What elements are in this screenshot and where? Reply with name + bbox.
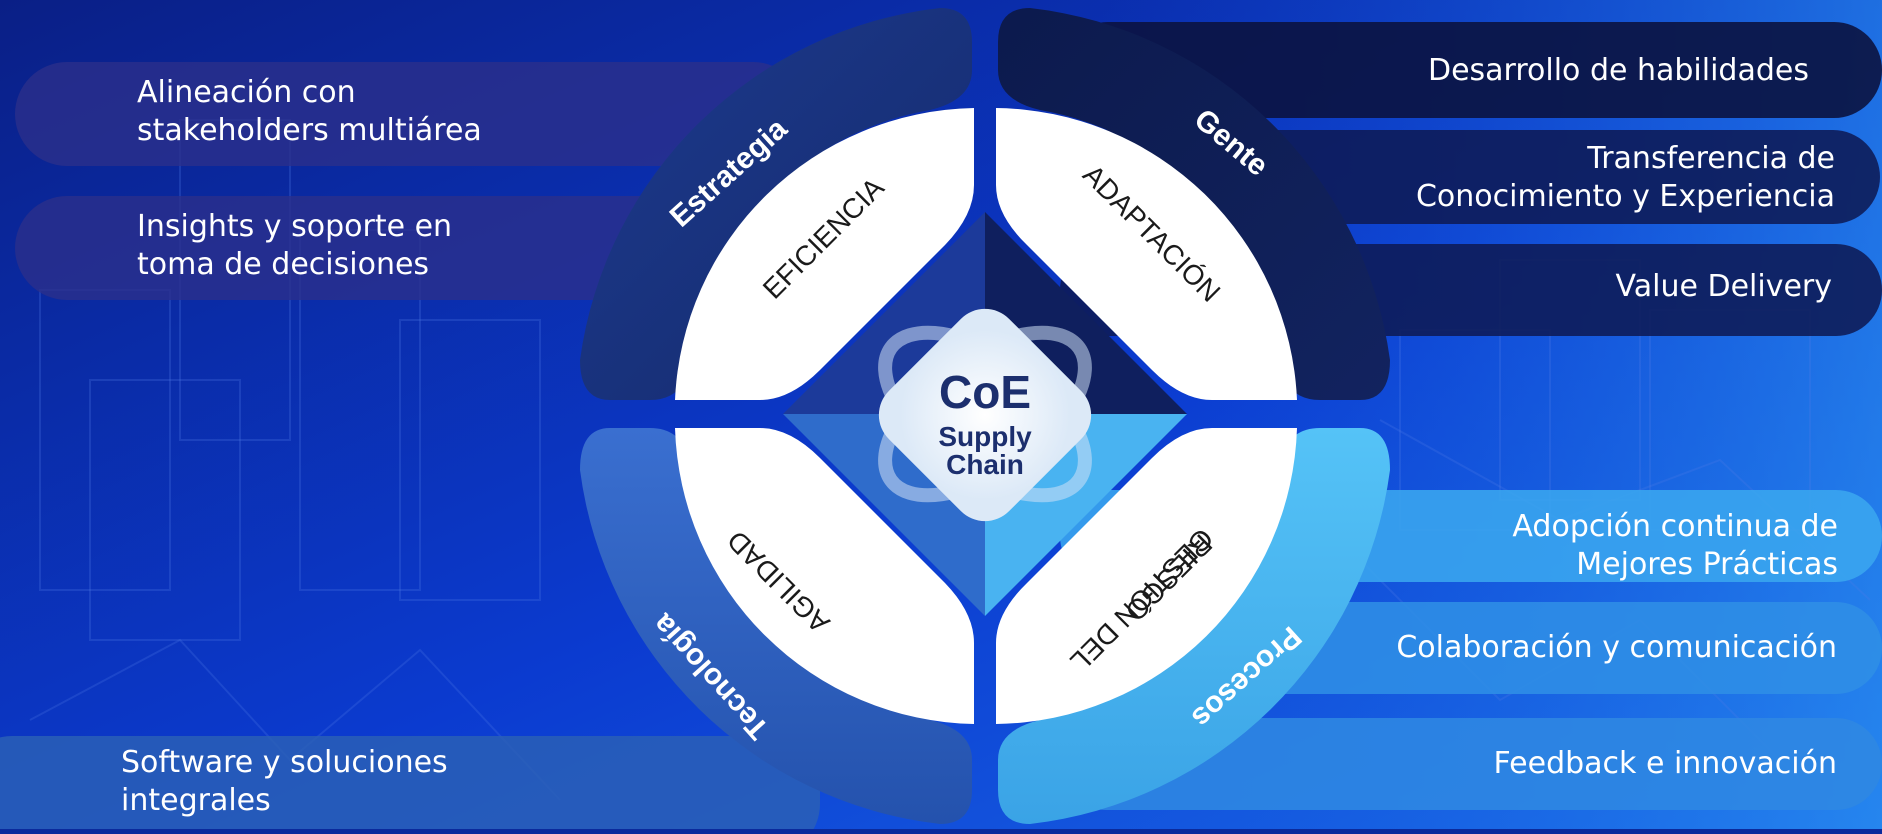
center-badge	[878, 308, 1092, 522]
center-subtitle-line1: Supply	[938, 421, 1032, 452]
left-pill-1	[15, 62, 805, 166]
right-item-skills: Desarrollo de habilidades	[1427, 53, 1809, 88]
processes-outer-petal	[998, 428, 1390, 824]
strategy-inner-petal	[675, 108, 974, 400]
right-pill-1	[1060, 22, 1882, 118]
center-title: CoE	[939, 366, 1031, 418]
left-item-insights: Insights y soporte en toma de decisiones	[137, 209, 453, 282]
right-item-best-practices: Adopción continua de Mejores Prácticas	[1512, 509, 1838, 582]
center-subtitle-line2: Chain	[946, 449, 1024, 480]
left-pill-3	[0, 736, 820, 834]
left-item-alignment: Alineación con stakeholders multiárea	[137, 75, 482, 148]
technology-outer-petal	[580, 428, 972, 824]
right-item-value-delivery: Value Delivery	[1615, 269, 1832, 304]
people-outer-petal	[998, 8, 1390, 400]
people-inner-petal	[996, 108, 1297, 400]
processes-inner-petal	[996, 428, 1297, 724]
right-item-knowledge-transfer: Transferencia de Conocimiento y Experien…	[1415, 141, 1835, 214]
right-item-feedback: Feedback e innovación	[1493, 746, 1837, 781]
right-pill-6	[1060, 718, 1882, 810]
left-item-software: Software y soluciones integrales	[121, 745, 448, 818]
strategy-outer-petal	[580, 8, 972, 400]
right-item-collaboration: Colaboración y comunicación	[1396, 630, 1837, 665]
technology-inner-petal	[675, 428, 974, 724]
